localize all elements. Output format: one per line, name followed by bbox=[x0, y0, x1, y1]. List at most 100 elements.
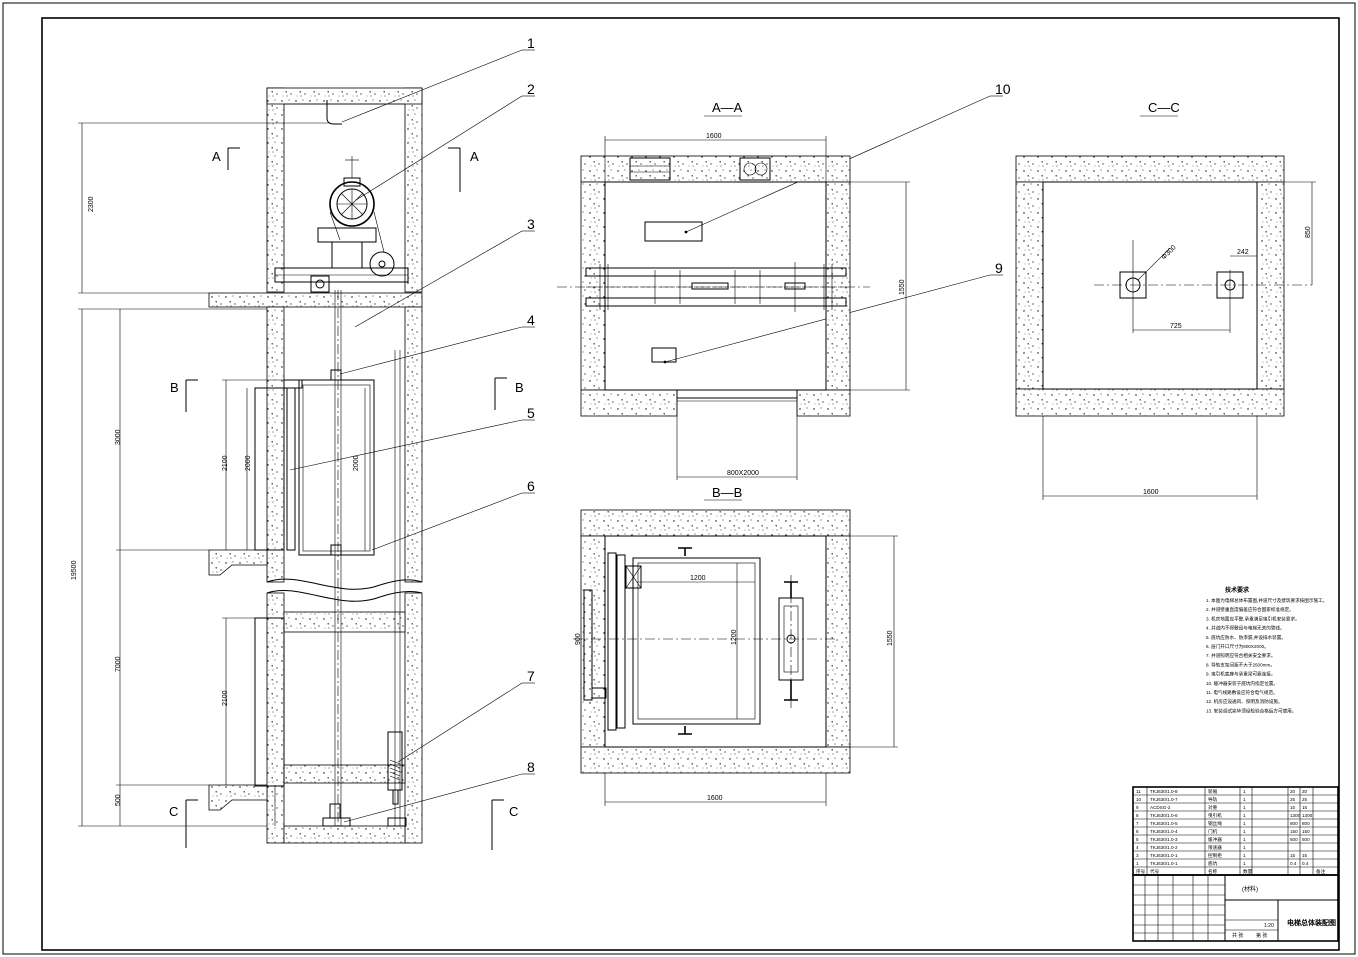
bom-cell-w2: 20 bbox=[1302, 789, 1308, 794]
note-line: 5. 底坑应防水、防渗漏,并设排水装置。 bbox=[1206, 634, 1286, 641]
section-mark-a-right: A bbox=[470, 149, 479, 164]
bom-cell-qty: 1 bbox=[1243, 813, 1246, 818]
bom-cell-w1: 500 bbox=[1290, 837, 1298, 842]
bom-cell-code: TKJ630/1.0-6 bbox=[1150, 813, 1178, 818]
note-line: 9. 曳引机底座与承重梁可靠连接。 bbox=[1206, 671, 1275, 678]
aa-door-dim: 800X2000 bbox=[727, 470, 759, 477]
section-mark-b-right: B bbox=[515, 380, 524, 395]
bom-cell-w2: 150 bbox=[1302, 829, 1310, 834]
dim-mid-h: 7000 bbox=[115, 656, 122, 672]
bb-cab-w-dim: 1200 bbox=[690, 575, 706, 582]
bom-cell-name: 对重 bbox=[1208, 804, 1218, 810]
bom-cell-name: 缓冲器 bbox=[1208, 836, 1222, 843]
note-line: 3. 机房地面应平整,承重满足曳引机安装要求。 bbox=[1206, 615, 1300, 622]
bb-width-dim: 1600 bbox=[707, 795, 723, 802]
bom-cell-code: TKJ630/1.0-8 bbox=[1150, 789, 1178, 794]
cc-width-dim: 1600 bbox=[1143, 489, 1159, 496]
dim-cab-h2: 2000 bbox=[353, 455, 360, 471]
bom-cell-w1: 800 bbox=[1290, 821, 1298, 826]
title-sheet: 第 张 bbox=[1256, 932, 1267, 939]
bom-cell-code: TKJ630/1.0-2 bbox=[1150, 845, 1178, 850]
note-line: 6. 层门开口尺寸为800X2000。 bbox=[1206, 643, 1269, 650]
bom-cell-name: 限速器 bbox=[1208, 844, 1222, 851]
cc-depth-dim: 850 bbox=[1305, 226, 1312, 238]
bom-cell-name: 名称 bbox=[1208, 868, 1218, 875]
leaders: 1 2 3 4 5 6 7 8 9 10 bbox=[289, 35, 1011, 823]
note-line: 2. 井道壁垂直度偏差应符合国家标准规定。 bbox=[1206, 606, 1294, 613]
bom-cell-no: 1 bbox=[1136, 861, 1139, 866]
bb-cab-d-dim: 1200 bbox=[731, 629, 738, 645]
bom-cell-code: TKJ630/1.0-5 bbox=[1150, 821, 1178, 826]
bom-cell-no: 序号 bbox=[1136, 868, 1146, 875]
bom-cell-code: 代号 bbox=[1150, 868, 1160, 875]
bom-cell-w2: 800 bbox=[1302, 821, 1310, 826]
bom-cell-no: 6 bbox=[1136, 829, 1139, 834]
bom-cell-name: 控制柜 bbox=[1208, 852, 1222, 859]
dim-door-h2: 2100 bbox=[222, 690, 229, 706]
note-line: 7. 井道照明应符合相关安全要求。 bbox=[1206, 652, 1275, 659]
bom-cell-qty: 1 bbox=[1243, 829, 1246, 834]
section-cc: C—C 725 Φ300 242 850 1600 bbox=[1015, 100, 1316, 500]
note-line: 8. 导轨支架间距不大于2500mm。 bbox=[1206, 661, 1275, 668]
bom-cell-name: 曳引机 bbox=[1208, 812, 1222, 819]
aa-width-dim: 1600 bbox=[706, 133, 722, 140]
leader-label-8: 8 bbox=[527, 759, 535, 775]
bom-cell-no: 5 bbox=[1136, 837, 1139, 842]
bom-cell-w2: 15 bbox=[1302, 805, 1308, 810]
bom-cell-code: ACDSG-2 bbox=[1150, 805, 1171, 810]
bom-cell-qty: 1 bbox=[1243, 853, 1246, 858]
bom-cell-w2: 25 bbox=[1302, 797, 1308, 802]
bom-cell-qty: 1 bbox=[1243, 797, 1246, 802]
bom-cell-code: TKJ630/1.0-3 bbox=[1150, 837, 1178, 842]
elevation-view: 2300 19500 3000 7000 500 2100 2000 2000 … bbox=[71, 87, 524, 850]
bom-cell-w2: 15 bbox=[1302, 853, 1308, 858]
bom-cell-w2: 500 bbox=[1302, 837, 1310, 842]
aa-depth-dim: 1550 bbox=[899, 279, 906, 295]
bom-cell-no: 11 bbox=[1136, 789, 1141, 794]
leader-label-2: 2 bbox=[527, 81, 535, 97]
bom-cell-no: 8 bbox=[1136, 813, 1139, 818]
bom-cell-w1: 15 bbox=[1290, 805, 1296, 810]
title-sheets: 共 张 bbox=[1232, 932, 1243, 939]
note-line: 11. 电气线路敷设应符合电气规范。 bbox=[1206, 689, 1278, 696]
cc-hole-dim: Φ300 bbox=[1160, 244, 1177, 261]
bb-side-dim: 900 bbox=[575, 633, 582, 645]
bom-cell-qty: 1 bbox=[1243, 821, 1246, 826]
bom-cell-qty: 1 bbox=[1243, 837, 1246, 842]
bom-cell-w1: 25 bbox=[1290, 797, 1296, 802]
bom-cell-w1: 150 bbox=[1290, 829, 1298, 834]
title-block: (材料) 电梯总体装配图 1:20 共 张 第 张 bbox=[1132, 874, 1339, 942]
technical-notes: 技术要求 1. 本图为电梯总体布置图,井道尺寸及建筑要求按图示施工。2. 井道壁… bbox=[1206, 586, 1327, 714]
bom-cell-qty: 1 bbox=[1243, 805, 1246, 810]
dim-machine-room-h: 2300 bbox=[88, 196, 95, 212]
section-mark-a-left: A bbox=[212, 149, 221, 164]
note-line: 4. 井道内不得敷设与电梯无关的管线。 bbox=[1206, 625, 1285, 632]
bom-cell-no: 3 bbox=[1136, 853, 1139, 858]
bom-cell-w2: 1300 bbox=[1302, 813, 1313, 818]
leader-label-9: 9 bbox=[995, 260, 1003, 276]
dim-cab-h1: 2000 bbox=[245, 455, 252, 471]
section-bb: B—B 1200 1200 900 1550 bbox=[573, 485, 898, 806]
bb-depth-dim: 1550 bbox=[887, 630, 894, 646]
bom-cell-name: 钢丝绳 bbox=[1208, 820, 1222, 827]
notes-title: 技术要求 bbox=[1225, 586, 1250, 594]
bom-cell-name: 导轨 bbox=[1208, 796, 1218, 803]
bom-cell-w1: 0.4 bbox=[1290, 861, 1297, 866]
bom-cell-w2: 0.4 bbox=[1302, 861, 1309, 866]
section-cc-title: C—C bbox=[1148, 100, 1180, 115]
bom-cell-w1: 15 bbox=[1290, 853, 1296, 858]
bom-cell-w1: 1300 bbox=[1290, 813, 1301, 818]
bom-cell-qty: 1 bbox=[1243, 845, 1246, 850]
dim-door-h: 2100 bbox=[222, 455, 229, 471]
title-scale: 1:20 bbox=[1264, 923, 1274, 929]
inner-border bbox=[41, 17, 1340, 951]
bom-cell-code: TKJ630/1.0-7 bbox=[1150, 797, 1178, 802]
dim-pit-h: 500 bbox=[115, 794, 122, 806]
bom-cell-code: TKJ630/1.0-1 bbox=[1150, 861, 1178, 866]
note-line: 13. 安装调试完毕须经检验合格后方可使用。 bbox=[1206, 707, 1296, 714]
leader-label-1: 1 bbox=[527, 35, 535, 51]
leader-label-5: 5 bbox=[527, 405, 535, 421]
bom-cell-name: 门机 bbox=[1208, 828, 1218, 835]
